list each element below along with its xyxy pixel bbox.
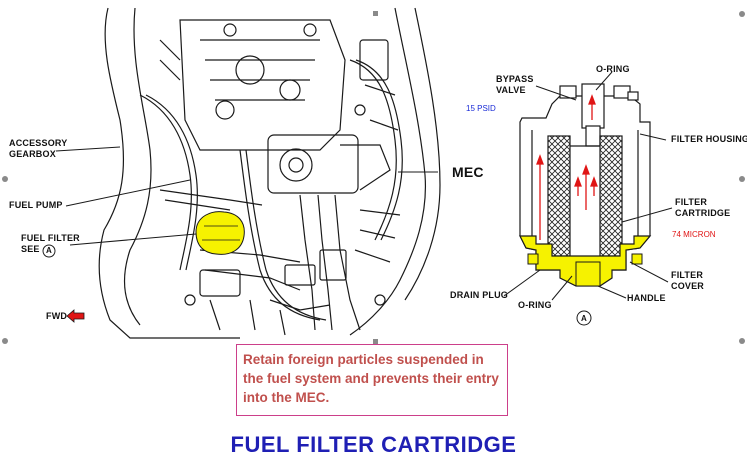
- selection-handle-bottom-left[interactable]: [2, 338, 8, 344]
- fuel-pump-label: FUEL PUMP: [9, 200, 63, 210]
- filter-cartridge-label: FILTER CARTRIDGE: [675, 197, 731, 218]
- description-callout: Retain foreign particles suspended in th…: [236, 344, 508, 416]
- detail-a-circle: [576, 310, 592, 326]
- o-ring-top-label: O-RING: [596, 64, 630, 74]
- flow-arrows: [536, 94, 598, 240]
- page-title: FUEL FILTER CARTRIDGE: [230, 432, 517, 457]
- leader-filter-cartridge: [621, 207, 673, 223]
- filter-housing-label: FILTER HOUSING: [671, 134, 747, 144]
- selection-handle-bottom[interactable]: [373, 339, 378, 344]
- handle-label: HANDLE: [627, 293, 666, 303]
- fuel-filter-highlight: [195, 211, 245, 255]
- micron-label: 74 MICRON: [672, 230, 716, 239]
- selection-handle-left[interactable]: [2, 176, 8, 182]
- leader-fuel-pump: [65, 179, 191, 207]
- see-a-letter: A: [46, 246, 52, 255]
- leader-fuel-filter: [69, 233, 197, 246]
- leader-filter-cover: [629, 261, 669, 283]
- fwd-arrow-icon: [66, 309, 85, 323]
- leader-accessory-gearbox: [55, 146, 121, 152]
- selection-handle-right[interactable]: [739, 176, 745, 182]
- filter-cover-highlight: [519, 235, 652, 287]
- selection-handle-bottom-right[interactable]: [739, 338, 745, 344]
- drain-plug-label: DRAIN PLUG: [450, 290, 508, 300]
- bypass-valve-label: BYPASS VALVE: [496, 74, 534, 95]
- leader-drain-plug: [503, 269, 541, 297]
- leader-o-ring-bottom: [551, 275, 573, 301]
- mec-label: MEC: [452, 164, 484, 180]
- fuel-filter-label: FUEL FILTER SEE: [21, 233, 80, 254]
- see-a-circle: [42, 244, 56, 258]
- filter-detail: [519, 83, 651, 271]
- selection-handle-top-right[interactable]: [739, 11, 745, 17]
- selection-handle-top[interactable]: [373, 11, 378, 16]
- engine-drawing: [98, 7, 441, 339]
- leader-handle: [597, 285, 627, 299]
- filter-cover-label: FILTER COVER: [671, 270, 705, 291]
- detail-a-letter: A: [581, 314, 587, 323]
- o-ring-bottom-label: O-RING: [518, 300, 552, 310]
- fwd-label: FWD: [46, 311, 68, 321]
- leader-o-ring-top: [595, 71, 613, 91]
- psid-label: 15 PSID: [466, 104, 496, 113]
- accessory-gearbox-label: ACCESSORY GEARBOX: [9, 138, 68, 159]
- leader-bypass-valve: [535, 85, 577, 101]
- leader-filter-housing: [639, 133, 667, 141]
